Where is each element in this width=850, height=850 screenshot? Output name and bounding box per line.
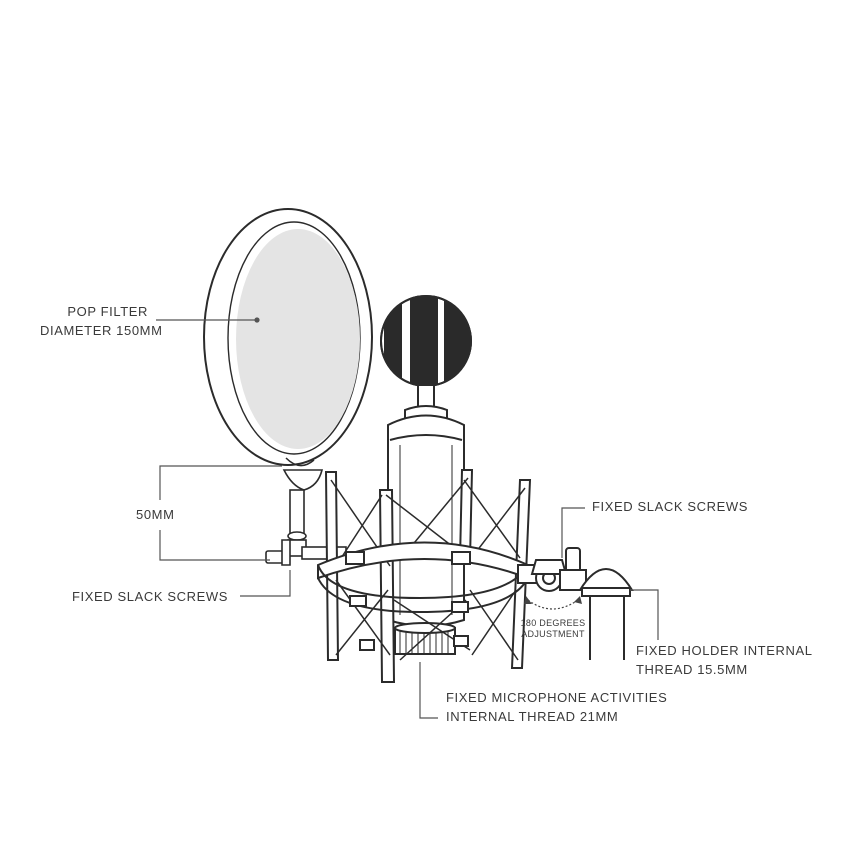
pop-filter-mesh bbox=[236, 229, 360, 449]
holder-thread-label-line2: THREAD 15.5MM bbox=[636, 662, 748, 677]
leader-50mm-top bbox=[159, 465, 282, 500]
microphone-body bbox=[387, 384, 465, 655]
mic-thread-label-line2: INTERNAL THREAD 21MM bbox=[446, 709, 619, 724]
slack-screws-left-label: FIXED SLACK SCREWS bbox=[72, 589, 228, 604]
rotation-arc bbox=[524, 596, 582, 610]
rotation-label-line2: ADJUSTMENT bbox=[521, 629, 585, 639]
height-50mm-label: 50MM bbox=[136, 507, 175, 522]
pop-filter-label: POP FILTER DIAMETER 150MM bbox=[40, 302, 163, 340]
slack-screws-right-label: FIXED SLACK SCREWS bbox=[592, 499, 748, 514]
leader-slack-right bbox=[561, 507, 585, 558]
pop-filter-label-line2: DIAMETER 150MM bbox=[40, 323, 163, 338]
mic-thread-label-line1: FIXED MICROPHONE ACTIVITIES bbox=[446, 690, 668, 705]
mic-thread-label: FIXED MICROPHONE ACTIVITIES INTERNAL THR… bbox=[446, 688, 667, 726]
holder-thread-label-line1: FIXED HOLDER INTERNAL bbox=[636, 643, 813, 658]
pop-filter-inner-ring bbox=[227, 221, 361, 455]
pop-filter bbox=[203, 208, 373, 467]
rotation-label: 180 DEGREES ADJUSTMENT bbox=[518, 618, 588, 640]
leader-slack-left bbox=[240, 570, 291, 597]
leader-holder bbox=[630, 589, 659, 640]
pop-filter-label-line1: POP FILTER bbox=[67, 304, 148, 319]
rotation-label-line1: 180 DEGREES bbox=[520, 618, 586, 628]
pop-filter-arm bbox=[265, 469, 347, 566]
shock-mount bbox=[317, 469, 532, 683]
stand-swivel bbox=[517, 547, 634, 660]
leader-lines bbox=[156, 317, 659, 719]
leader-50mm-bottom bbox=[159, 530, 270, 561]
leader-mic-thread bbox=[419, 662, 438, 719]
microphone-capsule bbox=[380, 295, 472, 387]
holder-thread-label: FIXED HOLDER INTERNAL THREAD 15.5MM bbox=[636, 641, 813, 679]
